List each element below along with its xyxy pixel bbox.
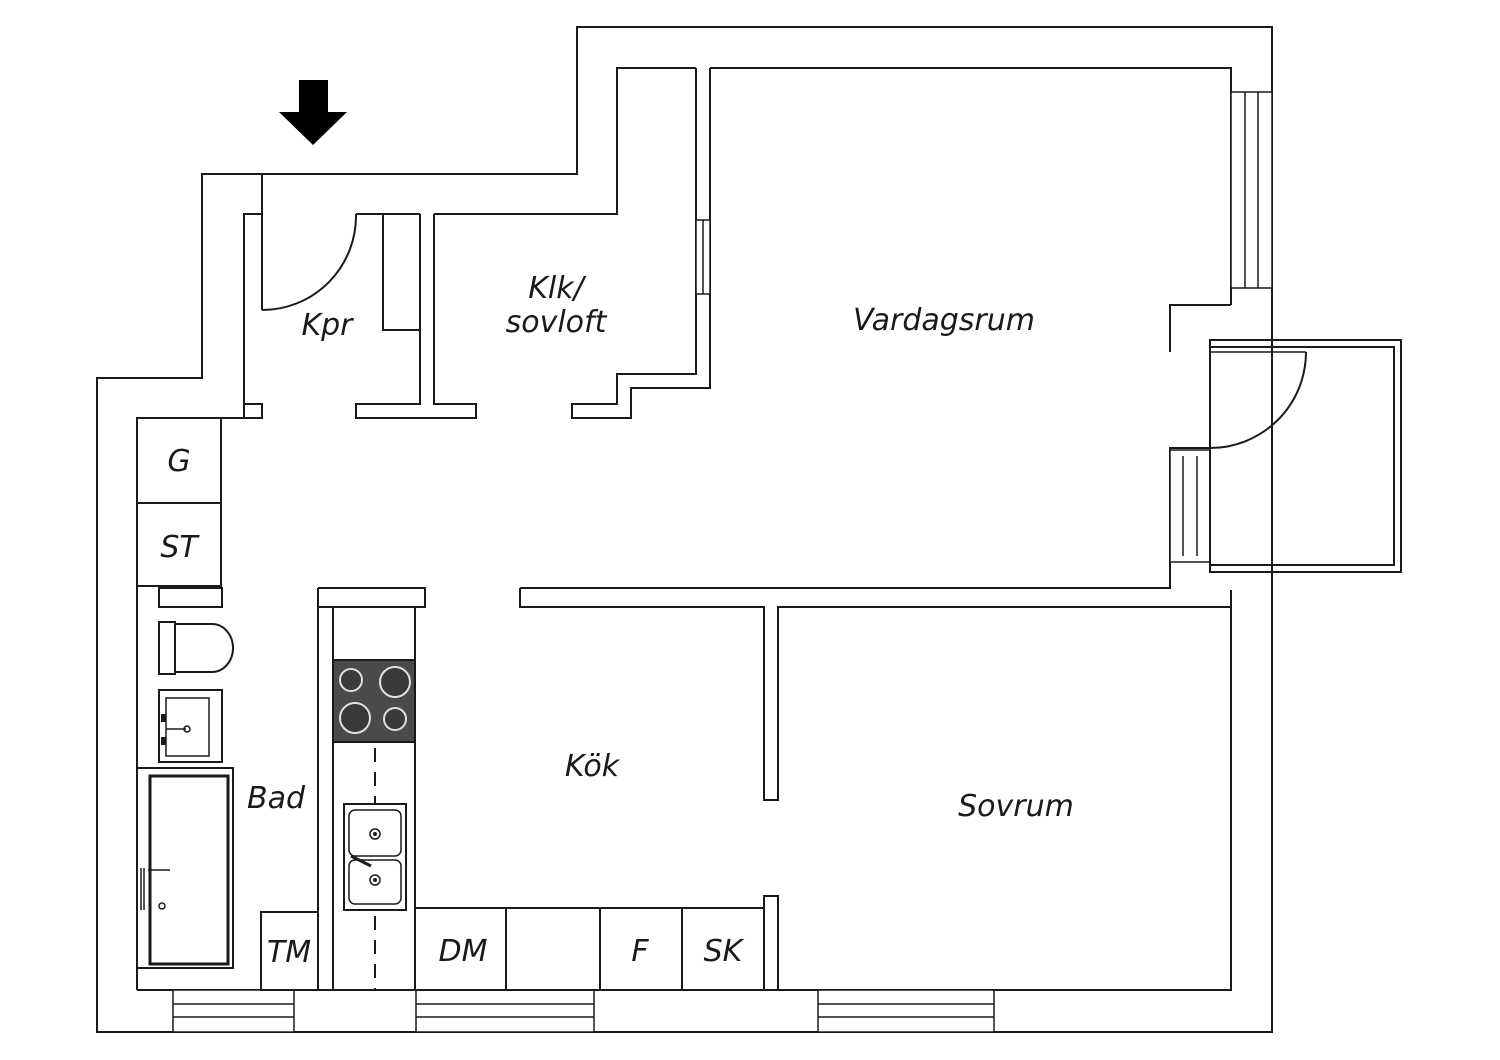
- interior-walls: [136, 68, 1231, 990]
- outer-wall: [96, 26, 1273, 1033]
- room-label-kitchen: Kök: [565, 749, 621, 784]
- doors: [261, 173, 1307, 449]
- room-label-closet-line2: sovloft: [506, 305, 608, 340]
- washbasin-icon: [158, 689, 223, 763]
- fixture-label-f: F: [631, 934, 649, 969]
- room-label-hall: Kpr: [301, 308, 354, 343]
- shower-icon: [136, 767, 234, 969]
- balcony: [1209, 339, 1402, 573]
- fixture-label-dm: DM: [439, 934, 488, 969]
- windows: [172, 91, 1273, 1033]
- fixture-label-g: G: [167, 444, 190, 479]
- stove-icon: [332, 659, 416, 743]
- fixture-label-tm: TM: [267, 935, 311, 970]
- sink-icon: [343, 803, 407, 911]
- room-label-closet: Klk/: [528, 271, 586, 306]
- toilet-icon: [158, 621, 234, 675]
- kitchen-appliances: [414, 907, 765, 991]
- room-label-living: Vardagsrum: [853, 303, 1035, 338]
- fixture-label-st: ST: [160, 530, 200, 565]
- room-label-bath: Bad: [247, 781, 306, 816]
- washing-machine: [260, 911, 319, 991]
- room-label-bedroom: Sovrum: [958, 789, 1074, 824]
- fixture-label-sk: SK: [704, 934, 745, 969]
- entrance-arrow-icon: [279, 80, 347, 145]
